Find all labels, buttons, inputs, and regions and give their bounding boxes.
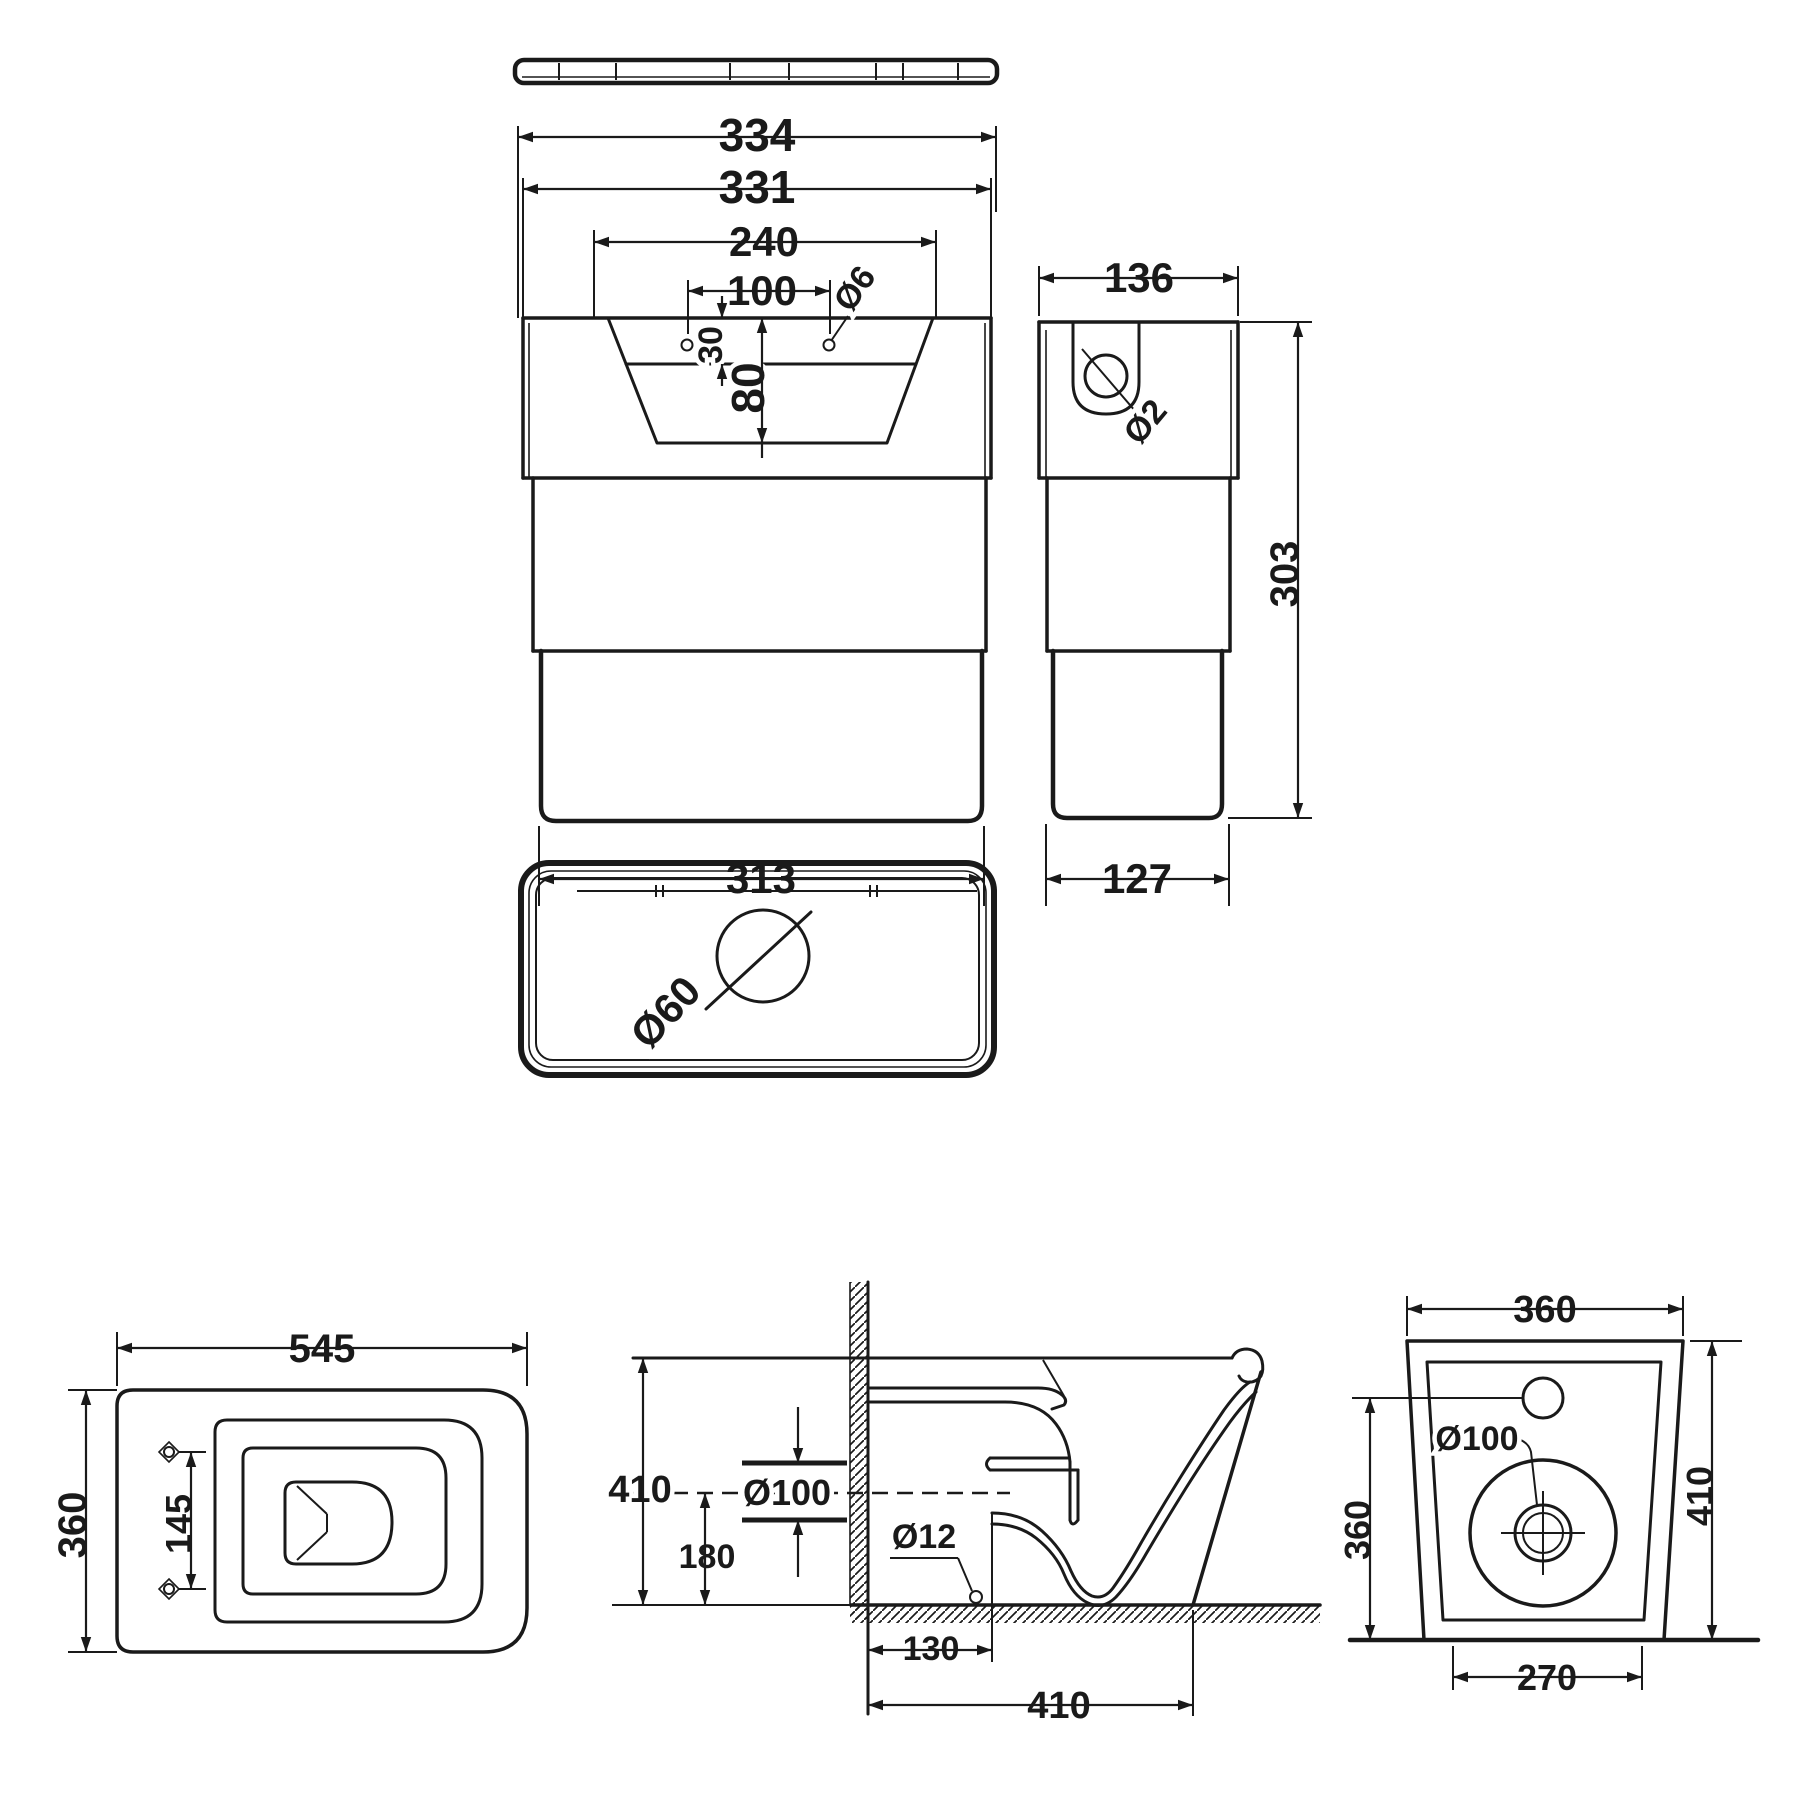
dim-label-lid-width: 334 (719, 109, 796, 161)
dim-label-fixing-spacing: 145 (158, 1494, 199, 1554)
hole-dia-leader (830, 315, 849, 342)
dim-label-hole-offset: 30 (692, 326, 730, 364)
outlet-circle (1468, 1458, 1618, 1608)
floor-fixing-hole (969, 1590, 983, 1604)
pan-rear-inner (1425, 1360, 1663, 1622)
dim-label-recess-depth: 80 (722, 362, 774, 413)
dim-label-rear-left-height: 360 (1337, 1500, 1378, 1560)
seat-lid-tip (1230, 1347, 1265, 1384)
dim-label-outlet-center-height: 180 (679, 1538, 736, 1576)
dimension-lines-layer (80, 131, 1718, 1711)
cistern-lid-view (512, 57, 1000, 86)
dim-label-floor-fixing-dia: Ø12 (892, 1518, 956, 1556)
dim-label-hole-dia: Ø6 (826, 259, 883, 318)
dim-label-flush-hole-dia: Ø60 (621, 967, 710, 1057)
dim-label-side-hole-dia: Ø2 (1116, 392, 1174, 451)
outlet-dia-leader (1512, 1437, 1538, 1506)
pan-outer-back-edge (1191, 1370, 1263, 1607)
fixing-hole-marker (157, 1440, 181, 1601)
dim-label-body-width: 331 (719, 161, 796, 213)
trap-outer-curve (990, 1380, 1252, 1599)
inlet-hole-circle (1521, 1376, 1565, 1420)
rim-section (985, 1456, 1080, 1472)
dim-label-rear-right-height: 410 (1679, 1466, 1720, 1526)
dim-label-outlet-dia: Ø100 (743, 1472, 831, 1513)
dim-label-pan-height: 410 (608, 1469, 671, 1511)
flush-hole-circle (715, 908, 811, 1004)
pan-rear-outer (1405, 1339, 1685, 1642)
trap-inner-curve (990, 1390, 1258, 1607)
dim-label-pan-width: 360 (51, 1492, 95, 1559)
dim-label-rear-outlet-dia: Ø100 (1435, 1420, 1518, 1458)
floor-hatch (852, 1605, 1320, 1623)
bowl-outline (283, 1480, 394, 1566)
dim-label-side-height: 303 (1263, 541, 1307, 608)
seat-section-line (866, 1386, 1068, 1411)
wall-hatch (850, 1282, 868, 1620)
lid-section-line (866, 1400, 1072, 1464)
overflow-keyhole (1071, 320, 1141, 416)
